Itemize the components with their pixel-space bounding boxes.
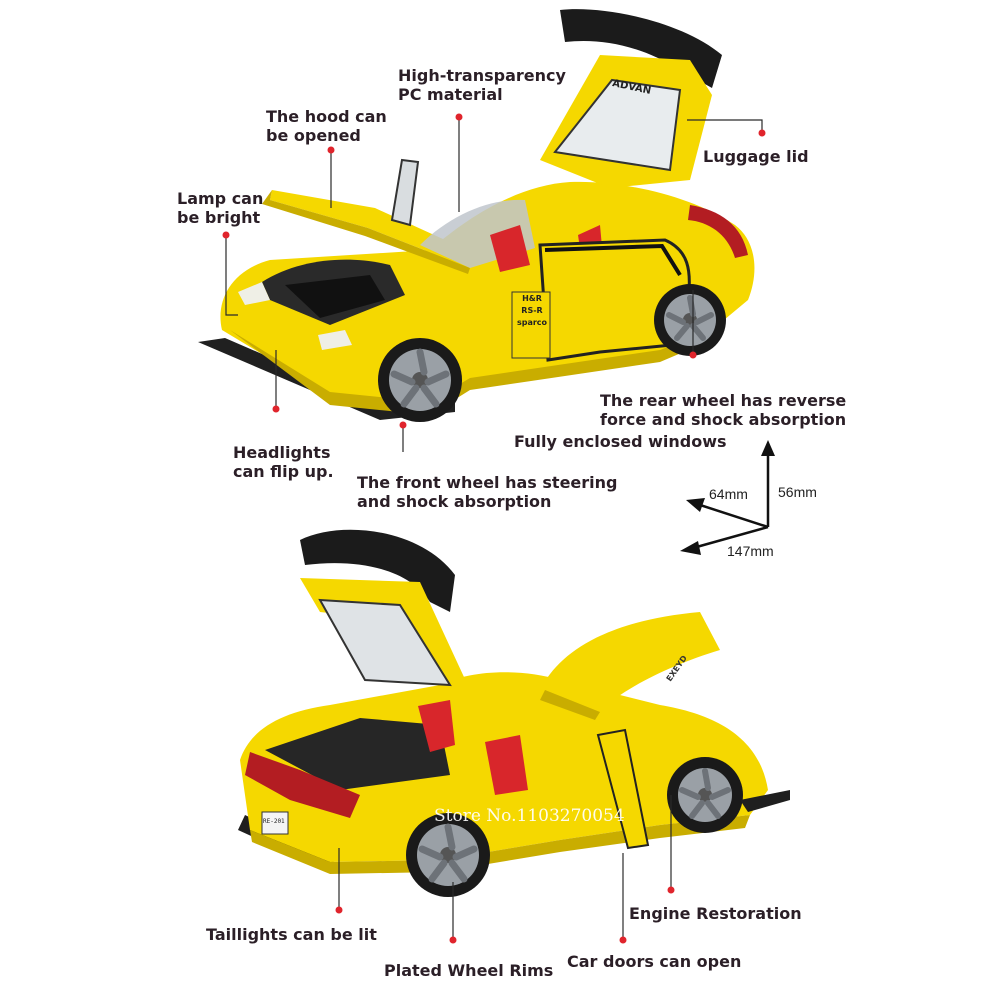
label-hood: The hood can be opened: [266, 107, 387, 145]
label-windows: Fully enclosed windows: [514, 432, 727, 451]
label-engine: Engine Restoration: [629, 904, 802, 923]
callout-lines: [225, 117, 763, 940]
label-plated-rims: Plated Wheel Rims: [384, 961, 554, 980]
label-high-transparency: High-transparency PC material: [398, 66, 566, 104]
dimension-width: 64mm: [709, 486, 748, 502]
bottom-car-model: [238, 529, 790, 897]
top-car-model: [198, 9, 755, 422]
label-doors: Car doors can open: [567, 952, 742, 971]
sponsor-hr: H&R: [522, 294, 542, 303]
callout-markers: [222, 113, 766, 944]
label-lamp: Lamp can be bright: [177, 189, 264, 227]
label-rear-wheel: The rear wheel has reverse force and sho…: [600, 391, 847, 429]
label-headlights: Headlights can flip up.: [233, 443, 334, 481]
label-taillights: Taillights can be lit: [206, 925, 377, 944]
dimension-axes: [680, 440, 775, 555]
label-luggage-lid: Luggage lid: [703, 147, 809, 166]
license-plate: RE-201: [263, 818, 285, 825]
store-watermark: Store No.1103270054: [434, 806, 625, 826]
sponsor-rsr: RS-R: [521, 306, 543, 315]
sponsor-sparco: sparco: [516, 318, 548, 327]
label-front-wheel: The front wheel has steering and shock a…: [357, 473, 618, 511]
dimension-height: 56mm: [778, 484, 817, 500]
door-sponsor-stickers: H&R RS-R sparco: [514, 293, 550, 329]
dimension-length: 147mm: [727, 543, 774, 559]
